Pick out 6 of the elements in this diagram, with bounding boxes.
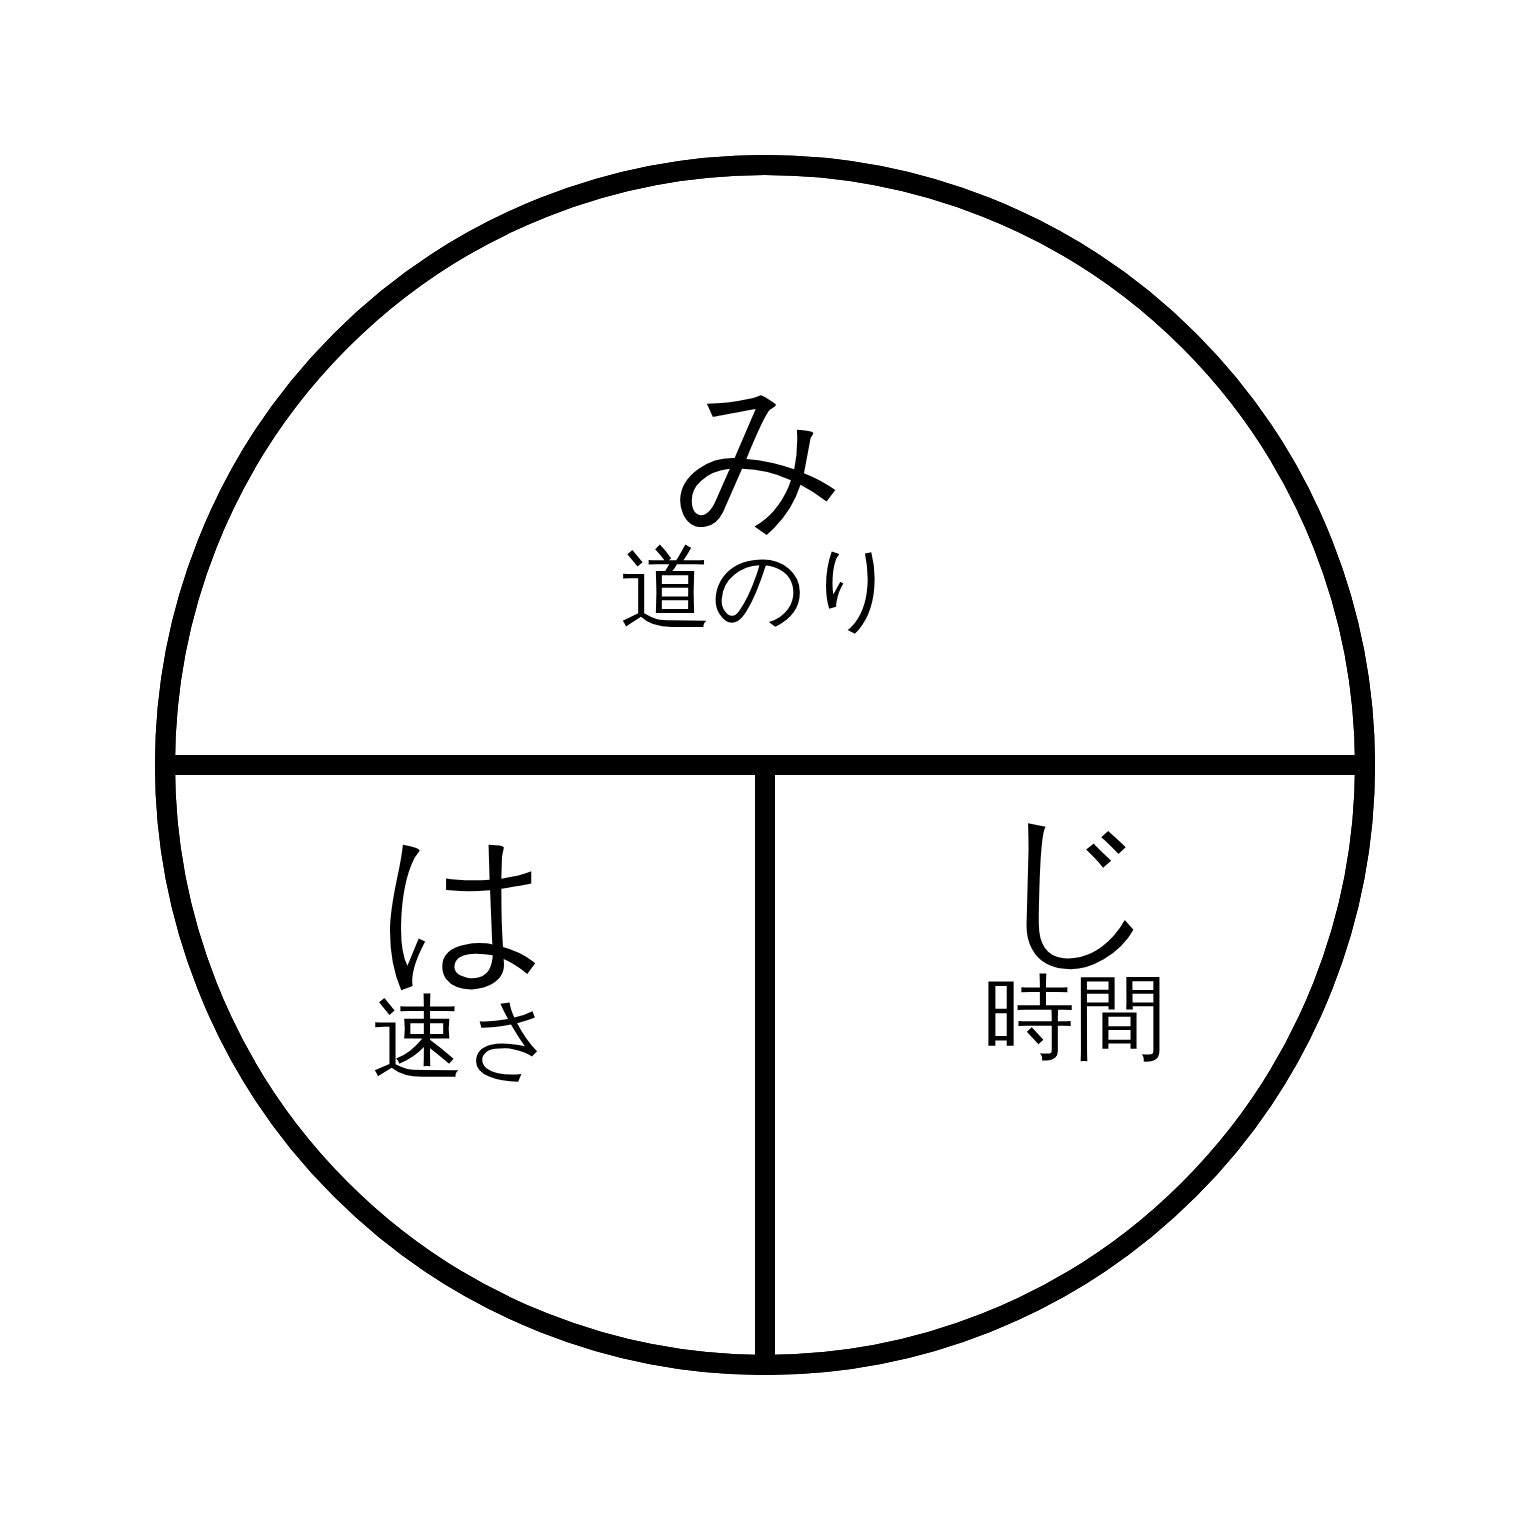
term-label: 時間 [983,970,1167,1067]
kana-initial: じ [988,800,1162,970]
term-label: 速さ [372,990,558,1087]
term-label: 道のり [620,540,900,637]
kana-initial: み [673,370,847,540]
kana-initial: は [378,820,552,990]
